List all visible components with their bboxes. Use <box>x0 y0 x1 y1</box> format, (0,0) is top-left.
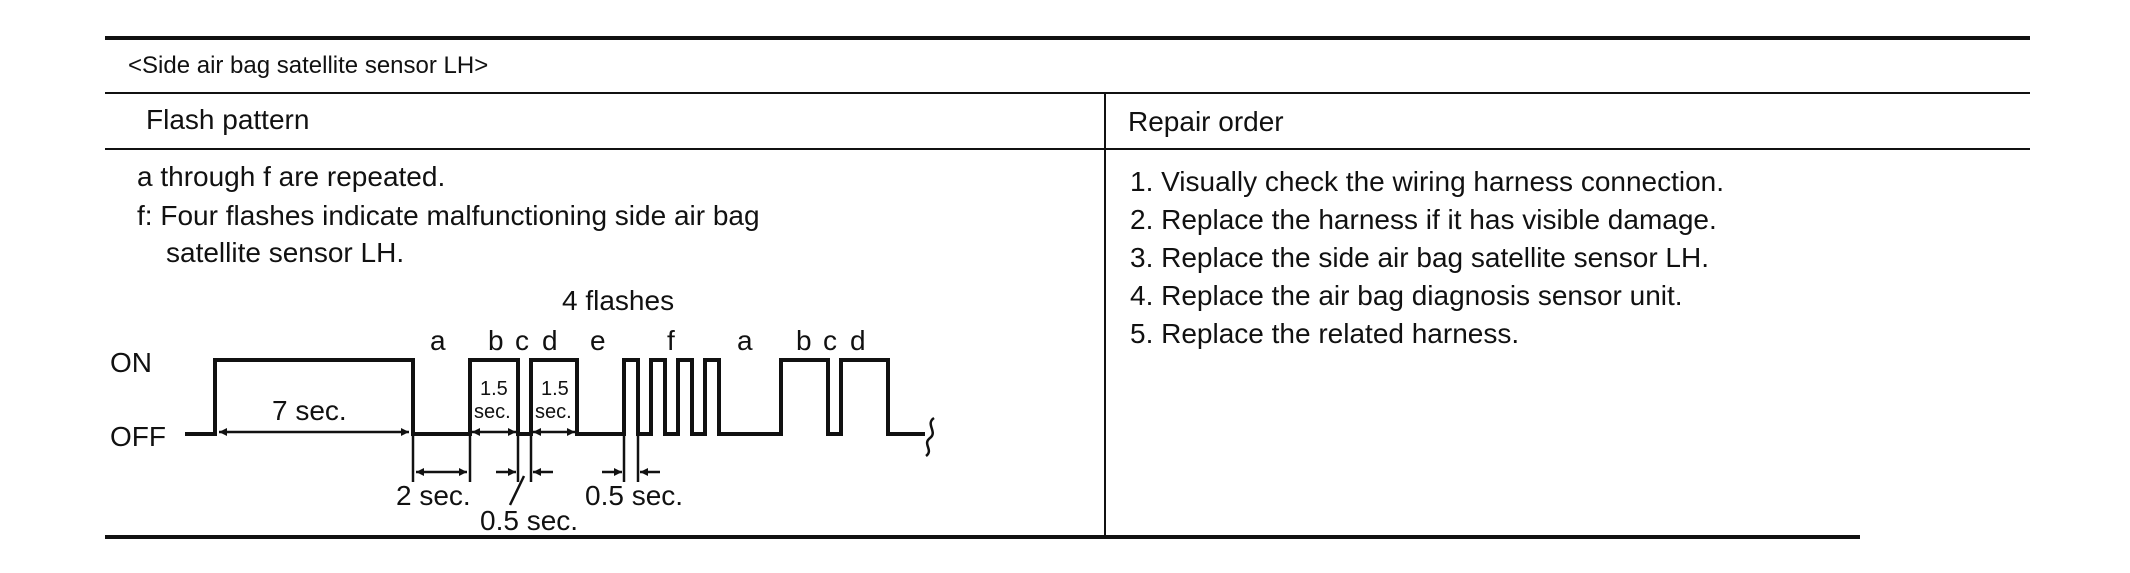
flash-note-line2: f: Four flashes indicate malfunctioning … <box>137 200 760 231</box>
segment-label-d-repeat: d <box>850 325 866 356</box>
seven-sec-label: 7 sec. <box>272 395 347 426</box>
flash-note-line1: a through f are repeated. <box>137 161 446 192</box>
section-title: <Side air bag satellite sensor LH> <box>128 52 489 79</box>
half-sec-right-label: 0.5 sec. <box>585 480 683 511</box>
flash-note-line3: satellite sensor LH. <box>166 237 405 268</box>
repair-step-5: 5. Replace the related harness. <box>1130 318 1520 349</box>
repair-step-2: 2. Replace the harness if it has visible… <box>1130 204 1717 235</box>
segment-label-b: b <box>488 325 504 356</box>
off-level-label: OFF <box>110 421 166 452</box>
table-top-rule <box>105 36 2030 40</box>
segment-label-d: d <box>542 325 558 356</box>
repair-step-1: 1. Visually check the wiring harness con… <box>1130 166 1725 197</box>
on-level-label: ON <box>110 347 152 378</box>
flash-pattern-header: Flash pattern <box>146 104 310 135</box>
pulse-b-duration-top: 1.5 <box>480 378 508 400</box>
segment-label-b-repeat: b <box>796 325 812 356</box>
segment-label-e: e <box>590 325 606 356</box>
section-divider-rule <box>105 92 2030 94</box>
segment-label-c-repeat: c <box>823 325 837 356</box>
flash-waveform <box>185 358 925 436</box>
repair-step-3: 3. Replace the side air bag satellite se… <box>1130 242 1709 273</box>
table-bottom-rule <box>105 535 1860 539</box>
repair-steps-list: 1. Visually check the wiring harness con… <box>1130 163 1724 353</box>
flashes-count-label: 4 flashes <box>562 285 674 316</box>
pulse-d-duration-top: 1.5 <box>541 378 569 400</box>
two-sec-label: 2 sec. <box>396 480 471 511</box>
segment-label-a-repeat: a <box>737 325 753 356</box>
column-divider <box>1104 92 1106 538</box>
half-sec-leader <box>508 475 526 506</box>
segment-label-a: a <box>430 325 446 356</box>
break-symbol <box>925 416 935 457</box>
repair-order-header: Repair order <box>1128 106 1284 137</box>
header-divider-rule <box>105 148 2030 150</box>
pulse-d-duration-bottom: sec. <box>535 401 572 423</box>
segment-label-c: c <box>515 325 529 356</box>
segment-label-f: f <box>667 325 675 356</box>
repair-step-4: 4. Replace the air bag diagnosis sensor … <box>1130 280 1683 311</box>
half-sec-lower-label: 0.5 sec. <box>480 505 578 536</box>
pulse-b-duration-bottom: sec. <box>474 401 511 423</box>
